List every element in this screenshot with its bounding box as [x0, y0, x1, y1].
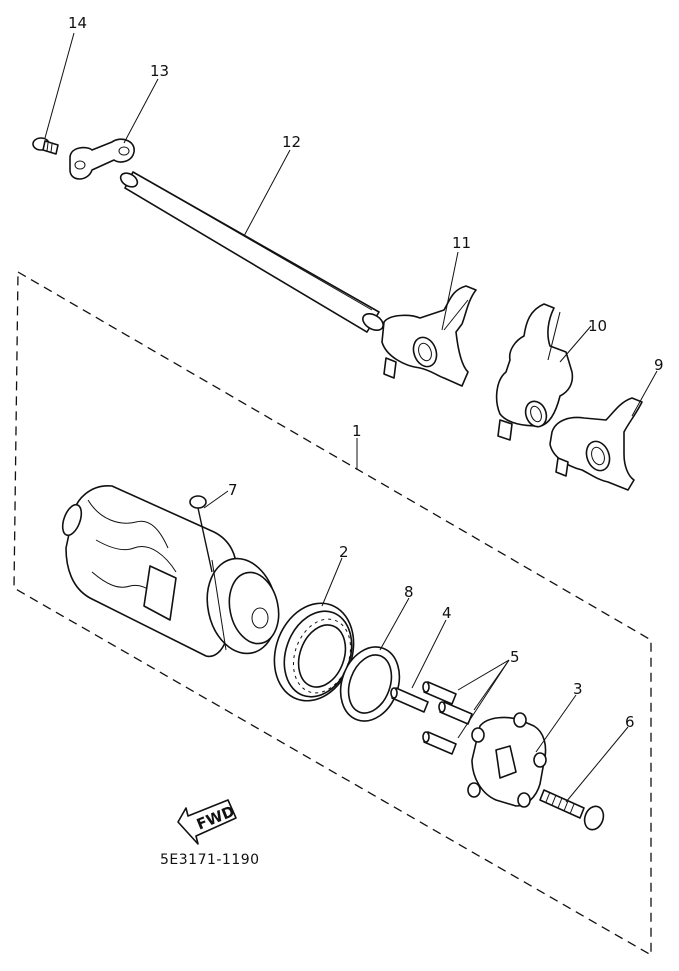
- part-7-pin: [189, 495, 213, 573]
- callout-numbers: 14 13 12 11 10 9 1 7 2 8 4 5 3 6: [68, 14, 664, 731]
- callout-14: 14: [68, 14, 87, 32]
- part-13-plate: [69, 138, 135, 180]
- callout-2: 2: [339, 543, 349, 561]
- part-8-washer: [339, 646, 401, 722]
- callout-10: 10: [588, 317, 607, 335]
- fwd-arrow-icon: FWD: [177, 799, 237, 845]
- part-5-pins: [422, 681, 473, 755]
- callout-11: 11: [452, 234, 471, 252]
- part-12-shaft: [119, 171, 384, 333]
- part-4-pin: [390, 687, 429, 713]
- part-10-shift-fork: [495, 303, 574, 441]
- leader-lines: [44, 32, 658, 803]
- part-6-screw: [539, 789, 605, 831]
- assembly-boundary: [13, 270, 652, 957]
- callout-9: 9: [654, 356, 664, 374]
- part-reference-code: 5E3171-1190: [160, 852, 260, 868]
- part-2-bearing: [273, 602, 355, 702]
- part-3-segment: [467, 712, 547, 808]
- callout-5: 5: [510, 648, 520, 666]
- callout-1: 1: [352, 422, 362, 440]
- callout-6: 6: [625, 713, 635, 731]
- part-9-shift-fork: [549, 397, 643, 491]
- callout-3: 3: [573, 680, 583, 698]
- callout-12: 12: [282, 133, 301, 151]
- part-14-bolt: [32, 137, 59, 155]
- callout-4: 4: [442, 604, 452, 622]
- part-11-shift-fork: [381, 285, 477, 387]
- callout-7: 7: [228, 481, 238, 499]
- shift-drum: [61, 485, 280, 658]
- callout-13: 13: [150, 62, 169, 80]
- callout-8: 8: [404, 583, 414, 601]
